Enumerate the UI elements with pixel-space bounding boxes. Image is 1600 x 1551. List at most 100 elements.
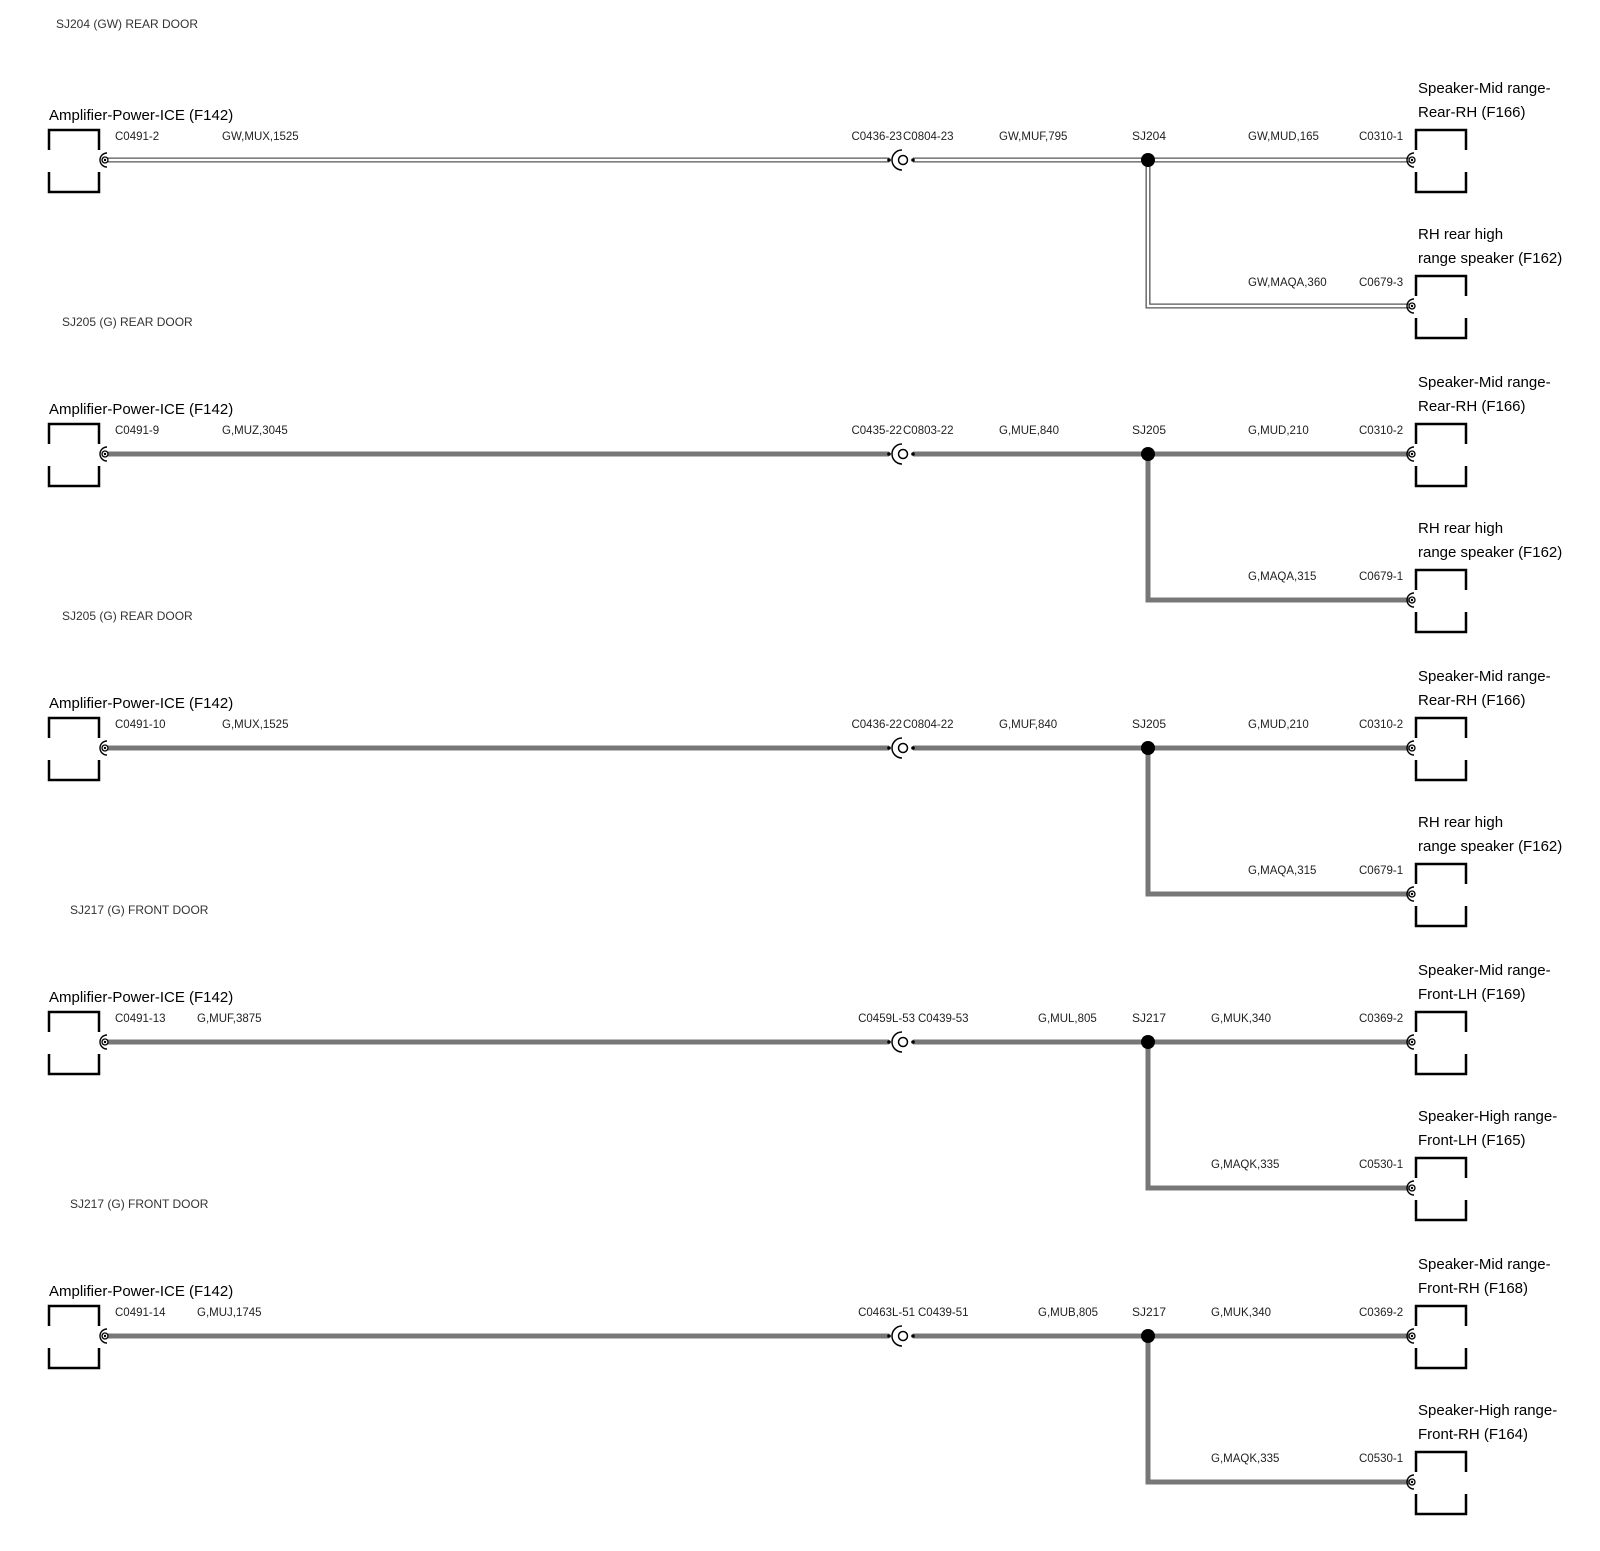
connector-bottom <box>47 466 101 488</box>
inline-connector-ring <box>897 448 909 460</box>
wire-core <box>1145 1336 1409 1485</box>
splice-node <box>1141 1329 1155 1343</box>
diagram-section: SJ204 (GW) REAR DOORAmplifier-Power-ICE … <box>47 17 1562 340</box>
destination-pin-label: C0530-1 <box>1359 1453 1403 1465</box>
connector-top <box>1414 716 1468 738</box>
section-title: SJ205 (G) REAR DOOR <box>62 609 193 623</box>
destination-component-label-line2: range speaker (F162) <box>1418 250 1562 267</box>
connector-bottom <box>47 1348 101 1370</box>
destination-pin-label: C0369-2 <box>1359 1307 1403 1319</box>
branch-wire <box>1145 160 1409 309</box>
connector-top <box>1414 862 1468 884</box>
pin-ring <box>1408 156 1416 164</box>
splice-node <box>1141 741 1155 755</box>
splice-node <box>1141 153 1155 167</box>
branch-wire <box>1145 1042 1409 1191</box>
source-connector <box>47 1010 101 1076</box>
section-title: SJ205 (G) REAR DOOR <box>62 315 193 329</box>
pin-dot <box>1410 598 1414 602</box>
source-component-label: Amplifier-Power-ICE (F142) <box>49 695 233 712</box>
connector-bottom <box>1414 1494 1468 1516</box>
splice-label: SJ204 <box>1132 129 1166 143</box>
pin-arc <box>1406 592 1415 608</box>
pin-ring <box>1408 1038 1416 1046</box>
destination-connector <box>1414 862 1468 928</box>
connector-bottom <box>1414 1200 1468 1222</box>
connector-top <box>1414 1304 1468 1326</box>
source-connector <box>47 716 101 782</box>
destination-connector <box>1414 1450 1468 1516</box>
pin-ring <box>1408 450 1416 458</box>
pin-ring <box>101 1038 109 1046</box>
pin-ring <box>101 450 109 458</box>
branch-wire-spec: G,MAQA,315 <box>1248 865 1316 877</box>
section-title: SJ217 (G) FRONT DOOR <box>70 1197 209 1211</box>
source-pin-label: C0491-9 <box>115 425 159 437</box>
pin-dot <box>1410 1186 1414 1190</box>
destination-component-label-line2: range speaker (F162) <box>1418 544 1562 561</box>
connector-bottom <box>47 172 101 194</box>
destination-component-label-line2: Rear-RH (F166) <box>1418 692 1526 709</box>
connector-top <box>47 1304 101 1326</box>
destination-component-label-line1: Speaker-Mid range- <box>1418 962 1551 979</box>
pin-dot <box>103 452 107 456</box>
destination-component-label-line2: range speaker (F162) <box>1418 838 1562 855</box>
source-component-label: Amplifier-Power-ICE (F142) <box>49 401 233 418</box>
inline-connector-dot-left <box>887 158 891 162</box>
inline-connector-dot-right <box>911 746 915 750</box>
pin-ring <box>1408 1332 1416 1340</box>
pin-ring <box>1408 1184 1416 1192</box>
diagram-section: SJ217 (G) FRONT DOORAmplifier-Power-ICE … <box>47 1197 1557 1516</box>
source-pin-icon <box>99 446 109 462</box>
pin-arc <box>1406 152 1415 168</box>
source-component-label: Amplifier-Power-ICE (F142) <box>49 107 233 124</box>
destination-connector <box>1414 1010 1468 1076</box>
pin-arc <box>99 446 108 462</box>
pin-arc <box>99 740 108 756</box>
destination-component-label-line2: Front-LH (F169) <box>1418 986 1526 1003</box>
source-pin-icon <box>99 1034 109 1050</box>
connector-top <box>47 1010 101 1032</box>
pin-ring <box>1408 744 1416 752</box>
wire-core <box>1145 1042 1409 1191</box>
destination-pin-icon <box>1406 298 1416 314</box>
inline-connector-arc <box>891 1031 903 1053</box>
inline-connector-dot-right <box>911 452 915 456</box>
branch-wire <box>1145 748 1409 897</box>
destination-pin-label: C0679-1 <box>1359 571 1403 583</box>
destination-connector <box>1414 422 1468 488</box>
branch-wire-spec: GW,MUD,165 <box>1248 131 1319 143</box>
destination-pin-icon <box>1406 740 1416 756</box>
source-wire-spec: G,MUF,3875 <box>197 1013 262 1025</box>
pin-dot <box>1410 1480 1414 1484</box>
connector-bottom <box>47 760 101 782</box>
inline-connector-ring <box>897 154 909 166</box>
branch-wire-spec: G,MAQA,315 <box>1248 571 1316 583</box>
destination-component-label-line1: Speaker-High range- <box>1418 1402 1557 1419</box>
source-pin-icon <box>99 152 109 168</box>
pin-ring <box>1408 1478 1416 1486</box>
inline-connector-icon <box>887 443 915 465</box>
section-title: SJ217 (G) FRONT DOOR <box>70 903 209 917</box>
source-connector <box>47 1304 101 1370</box>
pin-dot <box>103 746 107 750</box>
connector-top <box>1414 568 1468 590</box>
connector-top <box>1414 1010 1468 1032</box>
inline-connector-ring <box>897 1330 909 1342</box>
source-pin-label: C0491-13 <box>115 1013 166 1025</box>
inline-connector-right-label: C0439-53 <box>918 1013 969 1025</box>
destination-component-label-line2: Front-LH (F165) <box>1418 1132 1526 1149</box>
destination-pin-label: C0679-3 <box>1359 277 1403 289</box>
pin-arc <box>99 152 108 168</box>
pin-arc <box>1406 446 1415 462</box>
inline-connector-icon <box>887 149 915 171</box>
connector-bottom <box>1414 466 1468 488</box>
inline-connector-arc <box>891 149 903 171</box>
connector-top <box>1414 1156 1468 1178</box>
destination-connector <box>1414 1156 1468 1222</box>
connector-bottom <box>47 1054 101 1076</box>
splice-node <box>1141 447 1155 461</box>
inline-connector-ring <box>897 742 909 754</box>
destination-component-label-line1: Speaker-Mid range- <box>1418 668 1551 685</box>
